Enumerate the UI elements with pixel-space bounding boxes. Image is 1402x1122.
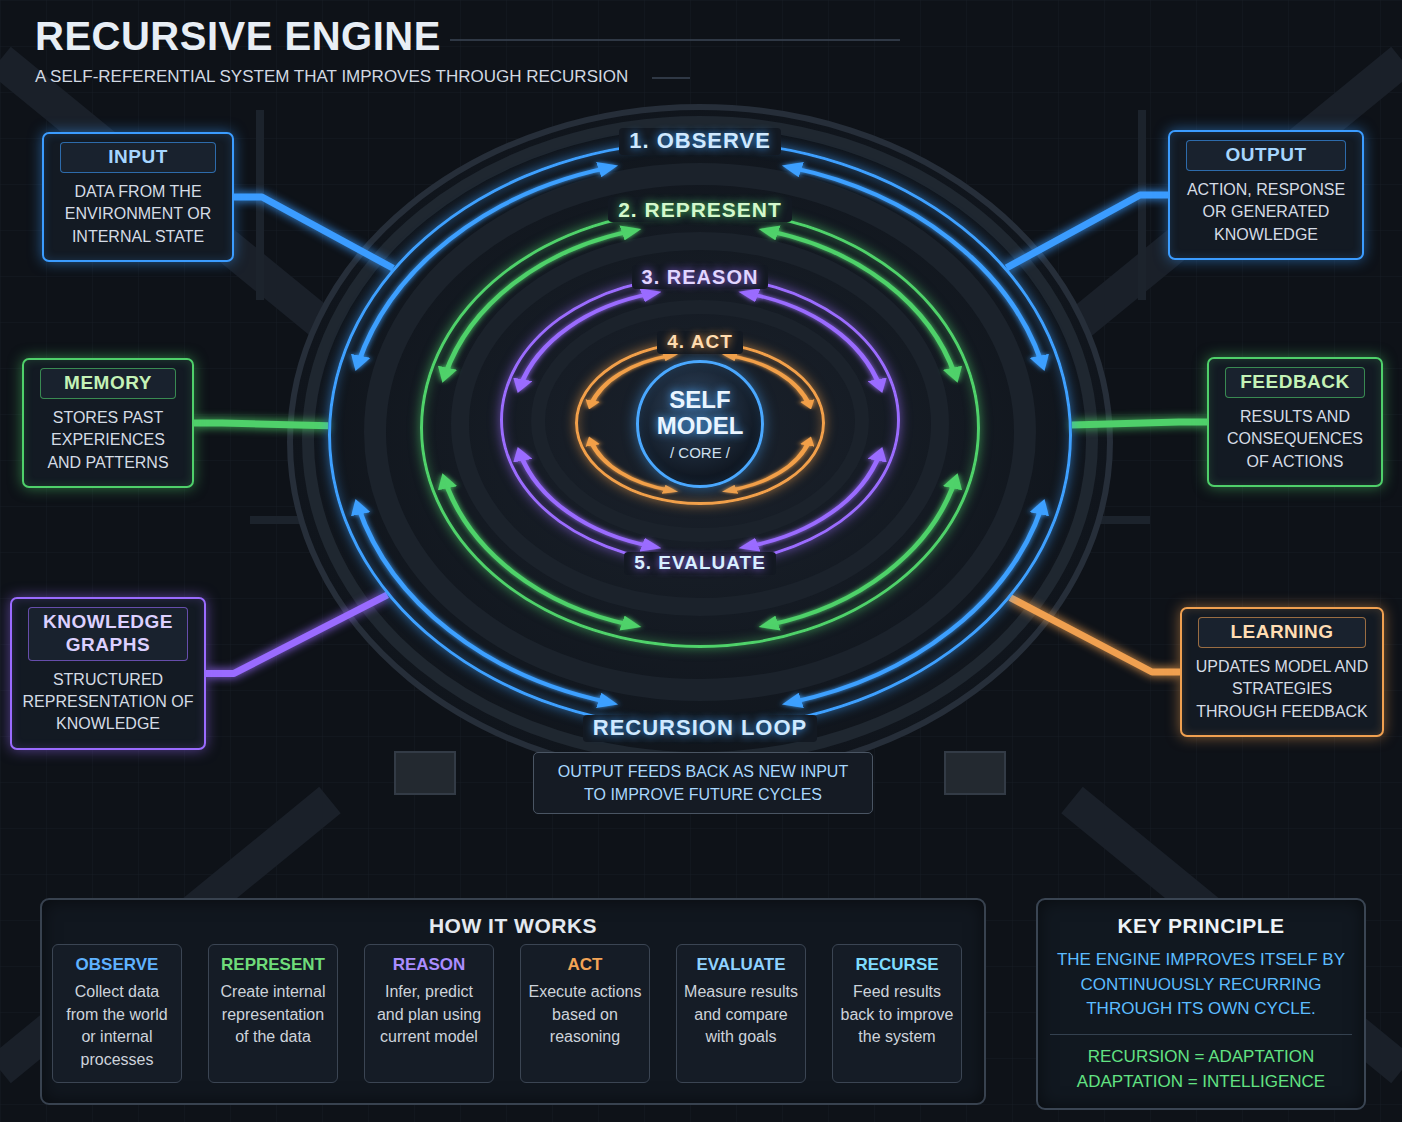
self-model-core: SELF MODEL / CORE / xyxy=(636,360,764,488)
observe-arrows xyxy=(358,168,1042,703)
ring-label: 2. REPRESENT xyxy=(608,197,792,222)
cycle-arrow xyxy=(768,481,955,625)
box-heading: FEEDBACK xyxy=(1225,367,1365,398)
box-heading: LEARNING xyxy=(1198,617,1366,648)
cycle-arrow xyxy=(445,481,632,625)
core-subtitle: / CORE / xyxy=(670,444,730,461)
engine-platform xyxy=(290,107,1110,777)
pipe-connector xyxy=(194,423,328,426)
step-description: Collect data from the world or internal … xyxy=(60,981,174,1072)
step-box: ACT Execute actions based on reasoning xyxy=(520,944,650,1083)
knowledge-graphs-box: KNOWLEDGE GRAPHS STRUCTURED REPRESENTATIO… xyxy=(10,597,206,750)
step-box: EVALUATE Measure results and compare with… xyxy=(676,944,806,1083)
step-description: Execute actions based on reasoning xyxy=(528,981,642,1049)
panel-heading: HOW IT WORKS xyxy=(42,914,984,938)
loop-note: OUTPUT FEEDS BACK AS NEW INPUT TO IMPROV… xyxy=(533,752,873,814)
step-description: Infer, predict and plan using current mo… xyxy=(372,981,486,1049)
input-box: INPUT DATA FROM THE ENVIRONMENT OR INTERN… xyxy=(42,132,234,262)
step-heading: REPRESENT xyxy=(216,955,330,975)
step-heading: OBSERVE xyxy=(60,955,174,975)
step-heading: ACT xyxy=(528,955,642,975)
step-heading: EVALUATE xyxy=(684,955,798,975)
box-heading: MEMORY xyxy=(40,368,176,399)
principle-text: THE ENGINE IMPROVES ITSELF BY CONTINUOUS… xyxy=(1050,948,1352,1022)
output-box: OUTPUT ACTION, RESPONSE OR GENERATED KNOW… xyxy=(1168,130,1364,260)
principle-heading: KEY PRINCIPLE xyxy=(1050,914,1352,938)
ring-label: 1. OBSERVE xyxy=(619,128,781,154)
ring-label: RECURSION LOOP xyxy=(583,715,817,741)
represent-ring: 2. REPRESENT3. REASON5. EVALUATE4. ACTSE… xyxy=(420,208,980,648)
observe-ring: 1. OBSERVERECURSION LOOP2. REPRESENT3. R… xyxy=(328,140,1072,730)
equation-text: RECURSION = ADAPTATION xyxy=(1050,1034,1352,1070)
pipe-connector xyxy=(1006,195,1168,268)
cycle-arrow xyxy=(520,293,652,386)
diagram-caption: A SELF-REFERENTIAL SYSTEM THAT IMPROVES … xyxy=(35,67,628,87)
diagram-title: RECURSIVE ENGINE xyxy=(35,14,441,59)
step-description: Measure results and compare with goals xyxy=(684,981,798,1049)
cycle-arrow xyxy=(358,168,608,364)
box-description: STRUCTURED REPRESENTATION OF KNOWLEDGE xyxy=(22,669,194,736)
cycle-arrow xyxy=(520,454,652,547)
platform-support xyxy=(945,752,1005,794)
how-it-works-panel: HOW IT WORKS OBSERVE Collect data from the… xyxy=(40,898,986,1105)
platform-band xyxy=(460,241,940,607)
step-description: Create internal representation of the da… xyxy=(216,981,330,1049)
platform-band xyxy=(375,174,1025,690)
box-description: UPDATES MODEL AND STRATEGIES THROUGH FEE… xyxy=(1192,656,1372,723)
cycle-arrow xyxy=(792,168,1042,364)
step-heading: RECURSE xyxy=(840,955,954,975)
pipe-connector xyxy=(234,197,393,268)
platform-support xyxy=(395,752,455,794)
box-description: ACTION, RESPONSE OR GENERATED KNOWLEDGE xyxy=(1180,179,1352,246)
ring-label: 4. ACT xyxy=(657,331,742,354)
cycle-arrow xyxy=(748,293,880,386)
platform-band xyxy=(308,122,1092,758)
pipe-connector xyxy=(1072,422,1207,425)
platform-band xyxy=(538,307,862,535)
feedback-box: FEEDBACK RESULTS AND CONSEQUENCES OF ACTI… xyxy=(1207,357,1383,487)
reason-arrows xyxy=(520,293,879,546)
memory-box: MEMORY STORES PAST EXPERIENCES AND PATTER… xyxy=(22,358,194,488)
step-box: RECURSE Feed results back to improve the … xyxy=(832,944,962,1083)
step-box: REPRESENT Create internal representation … xyxy=(208,944,338,1083)
ring-label: 3. REASON xyxy=(632,265,769,289)
equation-text: ADAPTATION = INTELLIGENCE xyxy=(1050,1070,1352,1095)
box-description: RESULTS AND CONSEQUENCES OF ACTIONS xyxy=(1219,406,1371,473)
note-text: OUTPUT FEEDS BACK AS NEW INPUT TO IMPROV… xyxy=(548,760,858,806)
act-arrows xyxy=(591,355,809,490)
core-title: SELF MODEL xyxy=(650,387,750,440)
act-ring: 4. ACTSELF MODEL/ CORE / xyxy=(575,341,825,505)
cycle-arrow xyxy=(748,454,880,547)
ring-label: 5. EVALUATE xyxy=(624,552,776,575)
box-heading: KNOWLEDGE GRAPHS xyxy=(28,607,188,661)
pipe-connector xyxy=(206,595,387,673)
pipe-connector xyxy=(1010,598,1180,672)
box-description: STORES PAST EXPERIENCES AND PATTERNS xyxy=(34,407,182,474)
learning-box: LEARNING UPDATES MODEL AND STRATEGIES THR… xyxy=(1180,607,1384,737)
box-heading: INPUT xyxy=(60,142,216,173)
title-rule xyxy=(450,39,900,41)
reason-ring: 3. REASON5. EVALUATE4. ACTSELF MODEL/ CO… xyxy=(500,275,900,565)
box-description: DATA FROM THE ENVIRONMENT OR INTERNAL ST… xyxy=(54,181,222,248)
represent-arrows xyxy=(445,231,955,625)
step-heading: REASON xyxy=(372,955,486,975)
step-box: OBSERVE Collect data from the world or in… xyxy=(52,944,182,1083)
caption-rule xyxy=(652,77,690,79)
step-description: Feed results back to improve the system xyxy=(840,981,954,1049)
key-principle-box: KEY PRINCIPLE THE ENGINE IMPROVES ITSELF … xyxy=(1036,898,1366,1110)
box-heading: OUTPUT xyxy=(1186,140,1346,171)
step-box: REASON Infer, predict and plan using curr… xyxy=(364,944,494,1083)
